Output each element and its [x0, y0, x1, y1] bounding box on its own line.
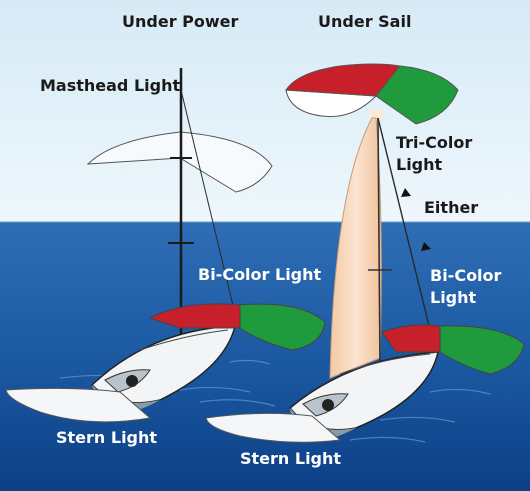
label-bicolor-right-line1: Bi-Color: [430, 266, 501, 286]
label-bicolor-left: Bi-Color Light: [198, 265, 321, 285]
label-tri-color-line2: Light: [396, 155, 442, 175]
label-stern-light-left: Stern Light: [56, 428, 157, 448]
heading-under-sail: Under Sail: [318, 12, 411, 32]
label-either: Either: [424, 198, 478, 218]
right-engine: [322, 399, 334, 411]
sky: [0, 0, 530, 222]
left-engine: [126, 375, 138, 387]
label-stern-light-right: Stern Light: [240, 449, 341, 469]
heading-under-power: Under Power: [122, 12, 238, 32]
label-bicolor-right-line2: Light: [430, 288, 476, 308]
label-masthead-light: Masthead Light: [40, 76, 180, 96]
label-tri-color-line1: Tri-Color: [396, 133, 472, 153]
